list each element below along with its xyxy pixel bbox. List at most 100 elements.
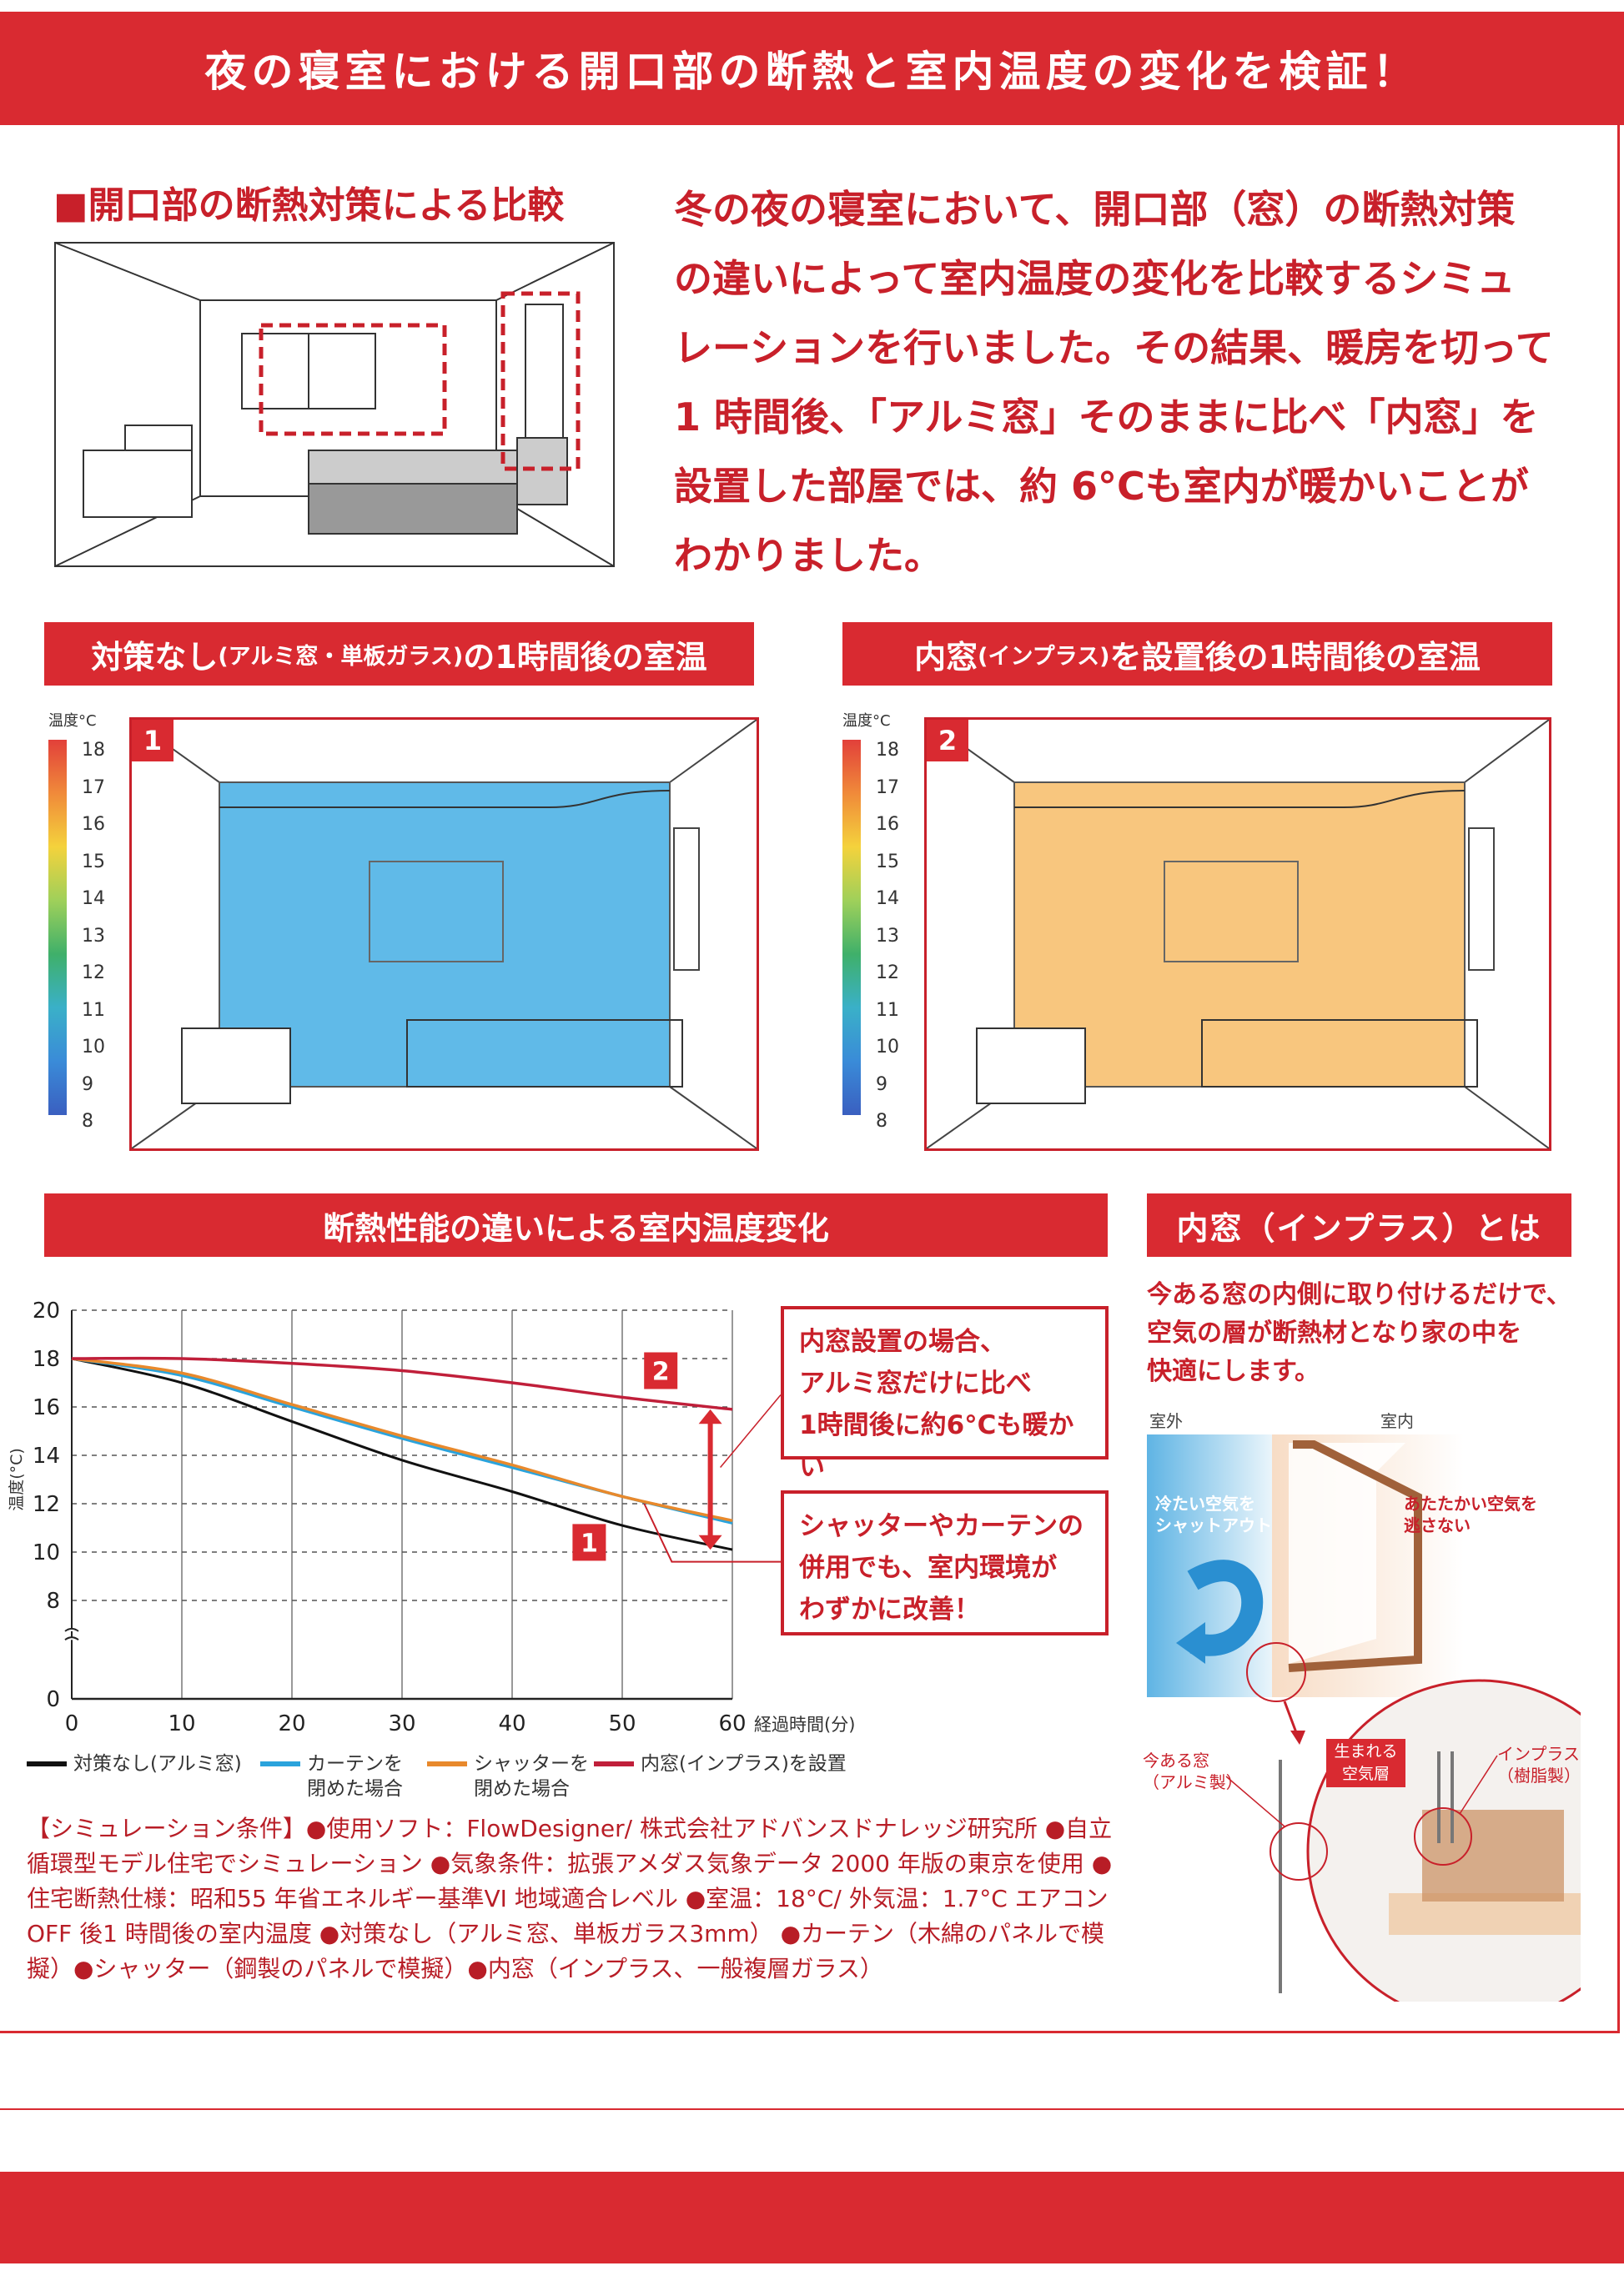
description-line: 空気の層が断熱材となり家の中を	[1147, 1319, 1522, 1348]
arrow-head-up	[698, 1409, 722, 1424]
room-edge	[669, 720, 757, 783]
colorbar-tick: 16	[82, 814, 105, 835]
x-axis-label: 経過時間(分)	[754, 1715, 855, 1735]
chart-title: 断熱性能の違いによる室内温度変化	[323, 1209, 829, 1247]
arrow-head-down	[698, 1535, 722, 1550]
colorbar-tick: 9	[876, 1073, 887, 1095]
chart-legend: 対策なし(アルミ窓) カーテンを閉めた場合 シャッターを閉めた場合 内窓(インプラス)…	[27, 1751, 861, 1810]
description-line: 快適にします。	[1147, 1357, 1320, 1386]
heading-text: を設置後の1時間後の室温	[1109, 638, 1481, 676]
heading-small: (インプラス)	[978, 643, 1110, 670]
simulation-conditions: 【シミュレーション条件】●使用ソフト：FlowDesigner/ 株式会社アドバ…	[27, 1815, 1113, 1982]
x-tick-label: 0	[65, 1711, 79, 1735]
callout-line: 1時間後に約6°Cも暖かい	[799, 1410, 1074, 1482]
legend-label: 内窓(インプラス)を設置	[641, 1753, 847, 1775]
page-title-banner: 夜の寝室における開口部の断熱と室内温度の変化を検証！	[0, 12, 1624, 125]
colorbar-tick: 8	[82, 1111, 93, 1132]
colorbar-gradient	[842, 740, 861, 1115]
colorbar-gradient	[48, 740, 67, 1115]
colorbar-tick: 13	[876, 925, 899, 947]
window-outline	[369, 861, 504, 962]
series-badge	[572, 1524, 606, 1561]
intro-line: の違いによって室内温度の変化を比較するシミュ	[674, 256, 1516, 301]
axis-break-mark	[64, 1627, 79, 1641]
simulation-heading-2: 内窓(インプラス)を設置後の1時間後の室温	[842, 622, 1552, 686]
y-tick-label: 18	[33, 1347, 60, 1372]
label-line: 逃さない	[1404, 1515, 1471, 1535]
isotherm-line	[1014, 790, 1466, 808]
colorbar-tick: 11	[82, 999, 105, 1021]
colorbar-tick: 17	[876, 776, 899, 798]
page-title: 夜の寝室における開口部の断熱と室内温度の変化を検証！	[204, 48, 1420, 96]
legend-swatch	[260, 1761, 300, 1766]
side-window	[673, 827, 700, 971]
callout-line: 併用でも、室内環境が	[799, 1553, 1058, 1583]
bed	[1201, 1019, 1478, 1088]
intro-line: レーションを行いました。その結果、暖房を切って	[674, 325, 1554, 370]
colorbar-tick: 11	[876, 999, 899, 1021]
series-badge-label: 1	[581, 1529, 598, 1558]
legend-label: 対策なし(アルミ窓)	[73, 1753, 242, 1775]
y-tick-label: 10	[33, 1540, 60, 1565]
colorbar-tick: 10	[82, 1037, 105, 1058]
description-line: 今ある窓の内側に取り付けるだけで、	[1147, 1280, 1571, 1309]
y-tick-label: 0	[46, 1687, 60, 1712]
y-tick-label: 16	[33, 1395, 60, 1420]
colorbar-tick: 14	[876, 888, 899, 909]
heading-text: 対策なし	[91, 638, 219, 676]
colorbar-tick: 18	[876, 740, 899, 761]
series-line-3	[71, 1357, 733, 1523]
temperature-fill	[1014, 782, 1465, 1087]
y-tick-label: 8	[46, 1589, 60, 1614]
comparison-title: ■開口部の断熱対策による比較	[53, 184, 565, 227]
warm-air-label: あたたかい空気を逃さない	[1404, 1493, 1537, 1536]
simulation-image-1	[132, 720, 757, 1148]
y-tick-label: 20	[33, 1299, 60, 1324]
callout-line: わずかに改善！	[799, 1595, 980, 1625]
chart-title-bar: 断熱性能の違いによる室内温度変化	[44, 1193, 1108, 1257]
legend-label: カーテンを閉めた場合	[307, 1753, 403, 1800]
label-line: 生まれる	[1334, 1742, 1398, 1761]
callout-line: シャッターやカーテンの	[799, 1511, 1084, 1541]
intro-text: 冬の夜の寝室において、開口部（窓）の断熱対策 の違いによって室内温度の変化を比較…	[674, 175, 1575, 590]
legend-swatch	[27, 1761, 67, 1766]
content-frame	[0, 125, 1620, 2033]
label-line: （アルミ製）	[1143, 1772, 1243, 1792]
intro-line: 1 時間後、「アルミ窓」そのままに比べ「内窓」を	[674, 394, 1539, 440]
room-edge	[1464, 1086, 1549, 1148]
desk	[976, 1027, 1086, 1104]
callout-leader-2	[643, 1503, 781, 1563]
colorbar-tick: 12	[82, 962, 105, 983]
colorbar-tick: 8	[876, 1111, 887, 1132]
inplus-resin-label: インプラス（樹脂製）	[1497, 1743, 1581, 1786]
legend-label: シャッターを閉めた場合	[474, 1753, 589, 1800]
label-line: （樹脂製）	[1497, 1766, 1581, 1786]
colorbar-tick: 10	[876, 1037, 899, 1058]
colorbar-tick: 15	[82, 851, 105, 872]
room-sketch-illustration	[54, 242, 615, 567]
x-tick-label: 30	[388, 1711, 415, 1735]
simulation-panel-1: 1	[129, 717, 759, 1151]
window-outline	[1164, 861, 1299, 962]
room-edge	[1464, 720, 1549, 783]
colorbar-tick: 12	[876, 962, 899, 983]
existing-window-label: 今ある窓（アルミ製）	[1143, 1750, 1243, 1793]
y-axis-label: 温度(°C)	[8, 1448, 26, 1511]
cold-air-label: 冷たい空気をシャットアウト	[1155, 1493, 1272, 1536]
inplus-heading-text: 内窓（インプラス）とは	[1176, 1209, 1542, 1247]
x-tick-label: 60	[718, 1711, 746, 1735]
heading-text: 内窓	[914, 638, 978, 676]
x-tick-label: 40	[498, 1711, 525, 1735]
isotherm-line	[219, 790, 671, 808]
inplus-description: 今ある窓の内側に取り付けるだけで、 空気の層が断熱材となり家の中を 快適にします…	[1147, 1276, 1581, 1391]
colorbar-label: 温度°C	[842, 712, 891, 730]
colorbar-tick: 13	[82, 925, 105, 947]
series-line-1	[71, 1357, 733, 1551]
divider-line	[0, 2108, 1624, 2110]
simulation-heading-1: 対策なし(アルミ窓・単板ガラス)の1時間後の室温	[44, 622, 754, 686]
series-badge	[644, 1352, 678, 1389]
legend-swatch	[427, 1761, 467, 1766]
legend-swatch	[594, 1761, 634, 1766]
label-line: 今ある窓	[1143, 1751, 1209, 1771]
